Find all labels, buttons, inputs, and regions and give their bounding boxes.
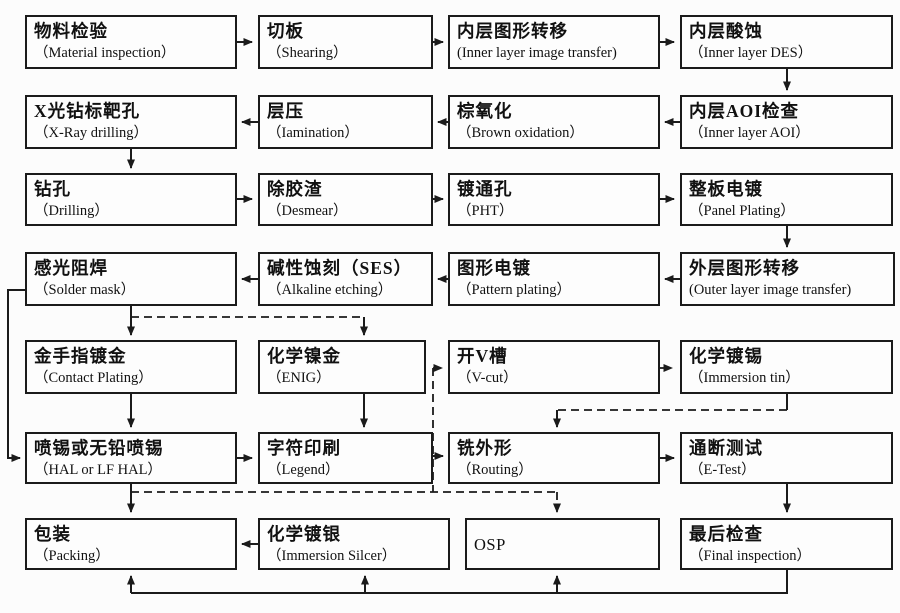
box-subtitle: （Desmear） <box>267 202 348 219</box>
box-title: 整板电镀 <box>689 179 763 199</box>
box-title: 化学镀锡 <box>689 346 763 366</box>
box-subtitle: （Panel Plating） <box>689 202 795 219</box>
box-title: OSP <box>474 535 506 555</box>
box-subtitle: （Iamination） <box>267 124 359 141</box>
box-title: 金手指镀金 <box>34 346 127 366</box>
box-title: 物料检验 <box>34 21 108 41</box>
process-box-pattern-plating: 图形电镀 （Pattern plating） <box>448 252 660 306</box>
process-box-routing: 铣外形 （Routing） <box>448 432 660 484</box>
box-title: 碱性蚀刻（SES） <box>267 258 413 278</box>
process-box-outer-layer-image-transfer: 外层图形转移 (Outer layer image transfer) <box>680 252 895 306</box>
box-title: 切板 <box>267 21 304 41</box>
box-title: 内层酸蚀 <box>689 21 763 41</box>
box-title: 感光阻焊 <box>34 258 108 278</box>
box-subtitle: （PHT） <box>457 202 514 219</box>
box-subtitle: （Contact Plating） <box>34 369 153 386</box>
box-subtitle: （V-cut） <box>457 369 518 386</box>
box-title: 钻孔 <box>34 179 71 199</box>
process-box-inner-layer-aoi: 内层AOI检查 （Inner layer AOI） <box>680 95 893 149</box>
process-box-shearing: 切板 （Shearing） <box>258 15 433 69</box>
box-subtitle: （Final inspection） <box>689 547 812 564</box>
box-title: 通断测试 <box>689 438 763 458</box>
process-box-brown-oxidation: 棕氧化 （Brown oxidation） <box>448 95 660 149</box>
box-subtitle: （HAL or LF HAL） <box>34 461 162 478</box>
process-box-drilling: 钻孔 （Drilling） <box>25 173 237 226</box>
box-title: 铣外形 <box>457 438 513 458</box>
box-subtitle: （Routing） <box>457 461 533 478</box>
box-title: 包装 <box>34 524 71 544</box>
box-title: 化学镍金 <box>267 346 341 366</box>
box-title: 层压 <box>267 101 304 121</box>
box-subtitle: （Pattern plating） <box>457 281 571 298</box>
process-box-packing: 包装 （Packing） <box>25 518 237 570</box>
box-subtitle: （E-Test） <box>689 461 756 478</box>
box-title: 喷锡或无铅喷锡 <box>34 438 164 458</box>
process-box-lamination: 层压 （Iamination） <box>258 95 433 149</box>
process-box-alkaline-etching: 碱性蚀刻（SES） （Alkaline etching） <box>258 252 433 306</box>
box-subtitle: （Alkaline etching） <box>267 281 393 298</box>
box-title: 棕氧化 <box>457 101 513 121</box>
process-box-material-inspection: 物料检验 （Material inspection） <box>25 15 237 69</box>
box-title: X光钻标靶孔 <box>34 101 141 121</box>
process-box-x-ray-drilling: X光钻标靶孔 （X-Ray drilling） <box>25 95 237 149</box>
process-box-hal: 喷锡或无铅喷锡 （HAL or LF HAL） <box>25 432 237 484</box>
box-subtitle: （Inner layer DES） <box>689 44 813 61</box>
box-subtitle: （Material inspection） <box>34 44 176 61</box>
box-title: 内层AOI检查 <box>689 101 800 121</box>
process-box-v-cut: 开V槽 （V-cut） <box>448 340 660 394</box>
dashed-connectors <box>131 316 787 513</box>
process-box-pht: 镀通孔 （PHT） <box>448 173 660 226</box>
flow-line <box>7 289 25 462</box>
process-box-solder-mask: 感光阻焊 （Solder mask） <box>25 252 237 306</box>
box-subtitle: （Immersion tin） <box>689 369 800 386</box>
box-subtitle: （Legend） <box>267 461 340 478</box>
process-box-osp: OSP <box>465 518 660 570</box>
box-title: 开V槽 <box>457 346 508 366</box>
box-title: 化学镀银 <box>267 524 341 544</box>
flow-line <box>131 570 788 594</box>
box-title: 最后检查 <box>689 524 763 544</box>
process-box-desmear: 除胶渣 （Desmear） <box>258 173 433 226</box>
box-subtitle: （Drilling） <box>34 202 109 219</box>
box-subtitle: （Packing） <box>34 547 110 564</box>
box-title: 除胶渣 <box>267 179 323 199</box>
process-box-immersion-tin: 化学镀锡 （Immersion tin） <box>680 340 893 394</box>
process-box-immersion-silver: 化学镀银 （Immersion Silcer） <box>258 518 450 570</box>
process-box-inner-layer-image-transfer: 内层图形转移 (Inner layer image transfer) <box>448 15 660 69</box>
process-box-panel-plating: 整板电镀 （Panel Plating） <box>680 173 893 226</box>
box-title: 外层图形转移 <box>689 258 800 278</box>
box-subtitle: （X-Ray drilling） <box>34 124 148 141</box>
process-box-inner-layer-des: 内层酸蚀 （Inner layer DES） <box>680 15 893 69</box>
box-subtitle: (Inner layer image transfer) <box>457 44 617 61</box>
process-box-contact-plating: 金手指镀金 （Contact Plating） <box>25 340 237 394</box>
box-subtitle: （Inner layer AOI） <box>689 124 810 141</box>
box-subtitle: （Solder mask） <box>34 281 136 298</box>
box-subtitle: （ENIG） <box>267 369 331 386</box>
box-title: 镀通孔 <box>457 179 513 199</box>
solid-arrows <box>7 38 791 594</box>
process-box-enig: 化学镍金 （ENIG） <box>258 340 426 394</box>
box-title: 图形电镀 <box>457 258 531 278</box>
box-subtitle: （Brown oxidation） <box>457 124 584 141</box>
process-box-e-test: 通断测试 （E-Test） <box>680 432 893 484</box>
box-subtitle: (Outer layer image transfer) <box>689 281 852 298</box>
box-subtitle: （Immersion Silcer） <box>267 547 397 564</box>
box-subtitle: （Shearing） <box>267 44 348 61</box>
box-title: 字符印刷 <box>267 438 341 458</box>
box-title: 内层图形转移 <box>457 21 568 41</box>
process-box-legend: 字符印刷 （Legend） <box>258 432 433 484</box>
process-box-final-inspection: 最后检查 （Final inspection） <box>680 518 893 570</box>
